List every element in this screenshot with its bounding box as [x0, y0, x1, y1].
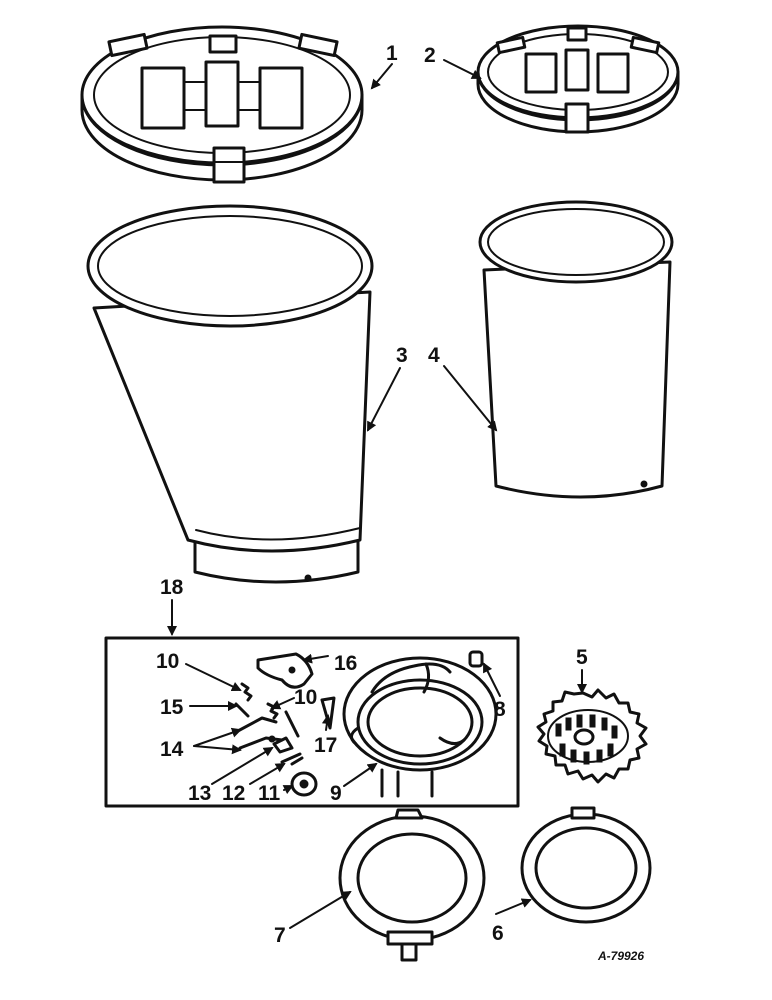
spring-part	[240, 682, 253, 702]
large-hopper-part	[86, 204, 374, 584]
callout-1: 1	[386, 42, 398, 65]
callout-2: 2	[424, 44, 436, 67]
callout-8: 8	[494, 698, 506, 721]
callout-15: 15	[160, 696, 184, 719]
callout-4: 4	[428, 344, 440, 367]
pin-part	[234, 702, 250, 718]
callout-11: 11	[258, 782, 281, 805]
bolt-part	[280, 752, 304, 766]
feed-ring-part	[342, 656, 498, 798]
lever-part	[234, 716, 278, 734]
lever-part-2	[238, 736, 284, 750]
callout-13: 13	[188, 782, 211, 805]
callout-5: 5	[576, 646, 588, 669]
callout-9: 9	[330, 782, 342, 805]
link-part	[272, 736, 294, 754]
callout-labels: 1 2 3 4 5 6 7 8 9 10 10 11 12 13 14 15 1…	[156, 42, 644, 963]
nut-part	[468, 650, 484, 668]
leader-lines	[167, 59, 587, 929]
callout-16: 16	[334, 652, 357, 675]
assembly-box	[104, 636, 520, 808]
callout-14: 14	[160, 738, 184, 761]
callout-17: 17	[314, 734, 337, 757]
callout-12: 12	[222, 782, 245, 805]
tabbed-ring-part	[338, 808, 486, 962]
ring-part	[520, 806, 652, 924]
drawing-reference-number: A-79926	[597, 949, 644, 963]
large-lid-part	[80, 25, 364, 184]
rod-part	[284, 710, 300, 738]
callout-10b: 10	[294, 686, 317, 709]
callout-6: 6	[492, 922, 504, 945]
small-lid-part	[476, 24, 680, 134]
agitator-gear-part	[536, 688, 648, 784]
callout-3: 3	[396, 344, 408, 367]
callout-18: 18	[160, 576, 184, 599]
callout-7: 7	[274, 924, 286, 947]
callout-10a: 10	[156, 650, 179, 673]
small-can-part	[478, 200, 674, 499]
